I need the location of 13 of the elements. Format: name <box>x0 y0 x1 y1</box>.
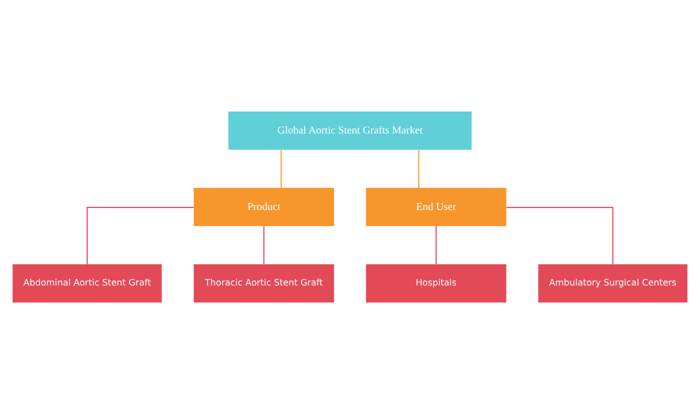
connector <box>280 149 282 188</box>
connector <box>506 206 614 264</box>
node-box: Thoracic Aortic Stent Graft <box>194 264 334 302</box>
node-box: Product <box>194 187 334 226</box>
node-box: Abdominal Aortic Stent Graft <box>12 264 162 302</box>
connector <box>263 226 264 264</box>
node-box: Global Aortic Stent Grafts Market <box>228 111 472 150</box>
node-box: End User <box>366 187 506 226</box>
connector <box>418 149 420 188</box>
node-box: Ambulatory Surgical Centers <box>538 264 688 302</box>
node-box: Hospitals <box>366 264 506 302</box>
connector <box>86 206 194 264</box>
connector <box>436 226 437 264</box>
